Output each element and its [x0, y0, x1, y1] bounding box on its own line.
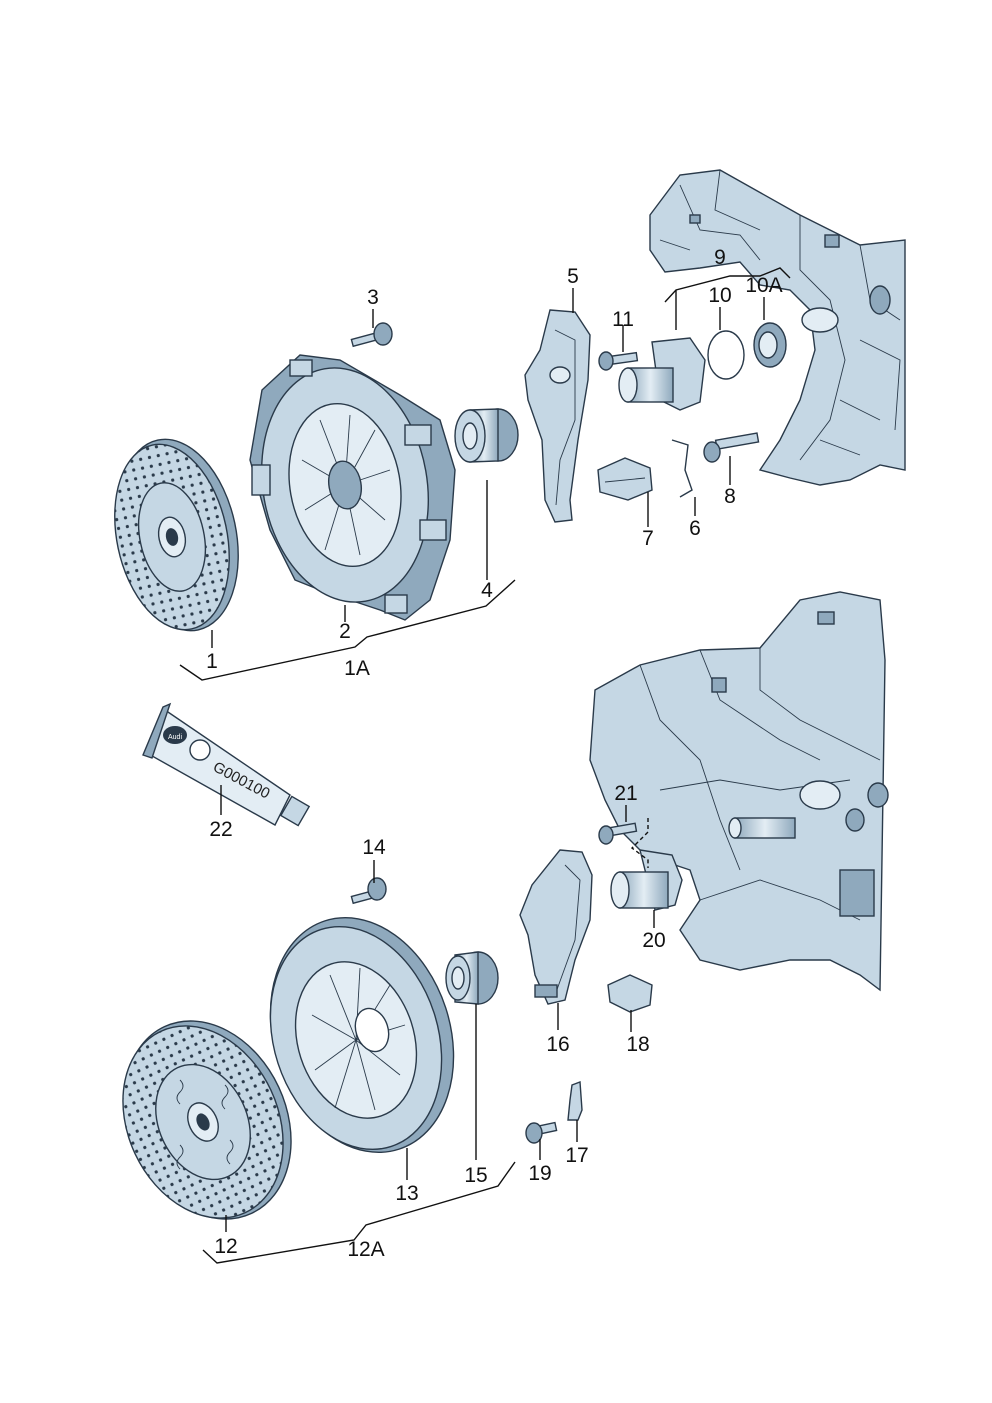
- upper-gearbox-housing: [649, 169, 906, 486]
- label-4: 4: [481, 579, 493, 602]
- label-5: 5: [567, 265, 579, 288]
- bolt-14: [350, 877, 387, 905]
- label-11: 11: [612, 308, 634, 331]
- label-18: 18: [626, 1033, 649, 1056]
- bolt-11: [598, 351, 639, 371]
- callout-labels: 1 1A 2 3 4 5 6 7 8 9 10 10A 11 12 12A 13…: [206, 246, 783, 1261]
- label-16: 16: [546, 1033, 569, 1056]
- tube-brand-text: Audi: [168, 734, 182, 741]
- release-bearing-lower: [445, 951, 499, 1005]
- pressure-plate-upper: [249, 354, 456, 621]
- label-1: 1: [206, 650, 218, 673]
- pressure-plate-lower: [269, 916, 455, 1154]
- label-19: 19: [528, 1162, 551, 1185]
- mount-7: [597, 457, 653, 501]
- bolt-3: [350, 322, 393, 348]
- clutch-disc-upper: [114, 438, 239, 632]
- bolt-19: [525, 1121, 558, 1144]
- release-lever-lower: [519, 849, 593, 1005]
- label-22: 22: [209, 818, 232, 841]
- label-15: 15: [464, 1164, 487, 1187]
- label-12: 12: [214, 1235, 237, 1258]
- label-7: 7: [642, 527, 654, 550]
- leader-lines: [179, 267, 791, 1264]
- label-1A: 1A: [344, 657, 370, 680]
- guide-sleeve-lower: [610, 849, 683, 911]
- label-8: 8: [724, 485, 736, 508]
- oil-seal-10A: [753, 322, 787, 368]
- label-13: 13: [395, 1182, 418, 1205]
- label-21: 21: [614, 782, 637, 805]
- label-12A: 12A: [347, 1238, 384, 1261]
- spring-clip-17: [567, 1081, 583, 1121]
- release-lever-upper: [524, 309, 591, 523]
- label-14: 14: [362, 836, 386, 859]
- label-20: 20: [642, 929, 665, 952]
- guide-sleeve-upper: [618, 337, 706, 411]
- label-3: 3: [367, 286, 379, 309]
- label-2: 2: [339, 620, 351, 643]
- label-17: 17: [565, 1144, 588, 1167]
- label-9: 9: [714, 246, 726, 269]
- bolt-21: [598, 822, 638, 845]
- label-6: 6: [689, 517, 701, 540]
- clip-18: [607, 974, 653, 1013]
- lower-gearbox-housing: [589, 591, 889, 992]
- release-bearing-upper: [454, 408, 519, 463]
- clutch-disc-lower: [122, 1020, 292, 1220]
- bolt-8: [703, 432, 760, 463]
- label-10: 10: [708, 284, 731, 307]
- spring-clip-6: [671, 439, 693, 498]
- grease-tube: Audi G000100: [142, 702, 311, 827]
- label-10A: 10A: [745, 274, 782, 297]
- gasket-ring-10: [707, 330, 745, 380]
